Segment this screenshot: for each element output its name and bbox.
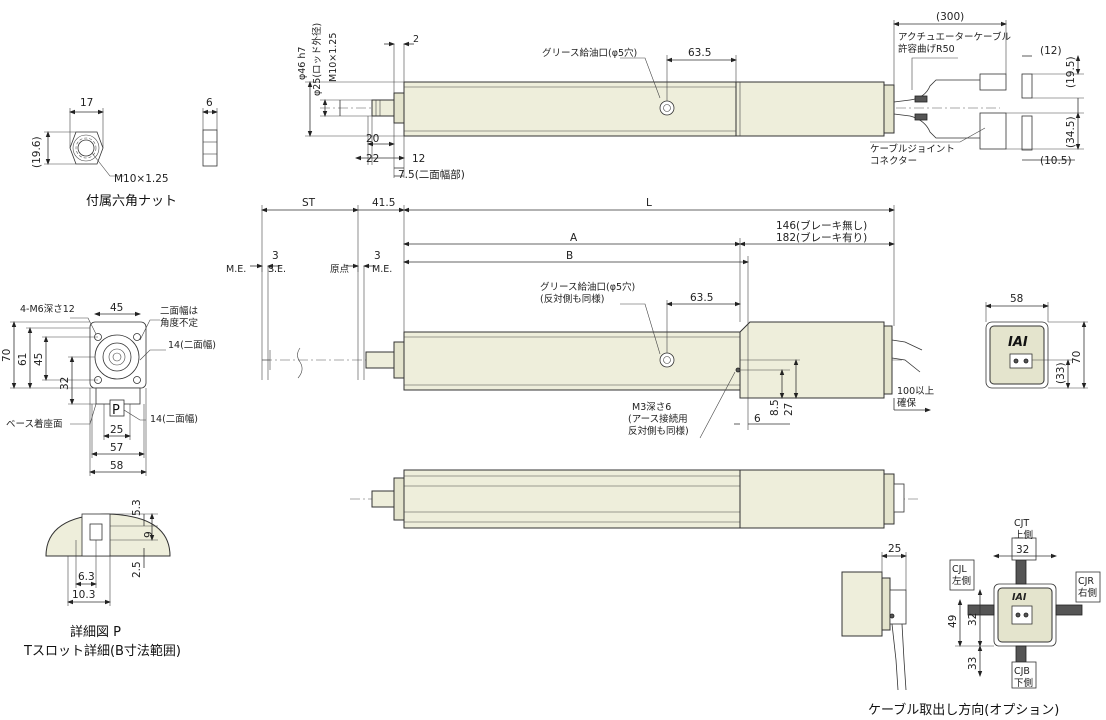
co-dim-49: 49	[947, 615, 959, 628]
rv-dim-70: 70	[1071, 351, 1083, 364]
dim-6: 6	[754, 413, 761, 425]
detail-p-view	[45, 513, 171, 606]
ev-dim-45v: 45	[33, 353, 45, 366]
me-label-2: M.E.	[372, 264, 392, 275]
dim-8-5: 8.5	[769, 399, 781, 416]
cable-bend-label-1: アクチュエーターケーブル	[898, 31, 1011, 43]
nut-dim-m10: M10×1.25	[114, 173, 169, 185]
dp-dim-10-3: 10.3	[72, 589, 95, 601]
cable-exit-side-view	[841, 552, 907, 691]
dim-19-5p: (19.5)	[1065, 56, 1077, 88]
origin-label: 原点	[330, 264, 350, 275]
dim-st: ST	[302, 197, 316, 209]
brake-with-label: 182(ブレーキ有り)	[776, 231, 867, 244]
rv-dim-33: (33)	[1055, 362, 1067, 384]
cjl-label-1: CJL	[952, 564, 967, 575]
dim-22: 22	[366, 153, 379, 165]
ev-dim-58: 58	[110, 460, 123, 472]
cjb-label-1: CJB	[1014, 666, 1030, 677]
m3-label-1: M3深さ6	[632, 402, 671, 413]
dim-34-5p: (34.5)	[1065, 116, 1077, 148]
cjb-label-2: 下側	[1014, 677, 1033, 689]
grease-mid-label-2: (反対側も同様)	[540, 293, 604, 305]
ev-base-label: ベース着座面	[6, 418, 63, 430]
ce-dim-25: 25	[888, 543, 901, 555]
nut-dim-19-6: (19.6)	[31, 136, 43, 168]
bottom-view	[350, 469, 920, 529]
cable-orientation-view	[949, 537, 1101, 689]
dp-caption-1: 詳細図 P	[70, 624, 121, 640]
co-dim-33: 33	[967, 657, 979, 670]
keep-label-1: 100以上	[897, 386, 935, 397]
nut-dim-17: 17	[80, 97, 93, 109]
dim-l: L	[646, 197, 652, 209]
cjt-label-2: 上側	[1014, 529, 1033, 541]
dp-dim-9: 9	[143, 531, 155, 538]
main-side-view	[250, 205, 931, 439]
dim-3b: 3	[374, 250, 381, 262]
ev-dim-45: 45	[110, 302, 123, 314]
cjl-label-2: 左側	[952, 575, 971, 587]
rv-logo: IAI	[1008, 335, 1028, 350]
dp-caption-2: Tスロット詳細(B寸法範囲)	[23, 643, 181, 659]
co-dim-32a: 32	[1016, 544, 1029, 556]
nut-caption: 付属六角ナット	[86, 194, 177, 209]
grease-top-label: グリース給油口(φ5穴)	[542, 47, 637, 59]
dim-41-5: 41.5	[372, 197, 395, 209]
ev-dim-32: 32	[59, 377, 71, 390]
dim-300: (300)	[936, 11, 964, 23]
ev-14a-label: 14(二面幅)	[168, 339, 216, 351]
dim-27: 27	[783, 403, 795, 416]
cjr-label-1: CJR	[1078, 576, 1094, 587]
rv-dim-58: 58	[1010, 293, 1023, 305]
dp-dim-2-5: 2.5	[131, 561, 143, 578]
dim-10-5p: (10.5)	[1040, 155, 1072, 167]
end-view	[10, 311, 166, 476]
se-label: S.E.	[268, 264, 286, 275]
dim-7-5: 7.5(二面幅部)	[398, 168, 465, 181]
dp-dim-5-3: 5.3	[131, 499, 143, 516]
ev-4m6-label: 4-M6深さ12	[20, 304, 75, 315]
ev-dim-25: 25	[110, 424, 123, 436]
ev-p-label: P	[112, 403, 120, 418]
ev-14b-label: 14(二面幅)	[150, 413, 198, 425]
cable-joint-label-2: コネクター	[870, 156, 917, 167]
dim-m10: M10×1.25	[328, 33, 339, 82]
m3-label-2: (アース接続用	[628, 413, 688, 425]
ev-dim-61: 61	[17, 353, 29, 366]
cjr-label-2: 右側	[1078, 587, 1097, 599]
me-label-1: M.E.	[226, 264, 246, 275]
grease-mid-label-1: グリース給油口(φ5穴)	[540, 281, 635, 293]
m3-label-3: 反対側も同様)	[628, 425, 689, 437]
co-logo: IAI	[1012, 592, 1027, 603]
dim-b: B	[566, 250, 573, 262]
dim-20: 20	[366, 133, 379, 145]
cable-bend-label-2: 許容曲げR50	[898, 43, 955, 55]
dim-63-5-mid: 63.5	[690, 292, 713, 304]
hex-nut-drawing	[44, 108, 218, 177]
cjt-label-1: CJT	[1014, 518, 1029, 529]
dim-12: 12	[412, 153, 425, 165]
ev-note-2: 角度不定	[160, 317, 199, 329]
ev-dim-57: 57	[110, 442, 123, 454]
cable-joint-label-1: ケーブルジョイント	[870, 143, 955, 155]
dp-dim-6-3: 6.3	[78, 571, 95, 583]
dim-2: 2	[413, 34, 419, 45]
co-caption: ケーブル取出し方向(オプション)	[868, 702, 1059, 718]
dim-phi46: φ46 h7	[297, 47, 308, 80]
brake-none-label: 146(ブレーキ無し)	[776, 219, 867, 232]
dim-63-5-top: 63.5	[688, 47, 711, 59]
dim-phi25: φ25(ロッド外径)	[311, 23, 323, 96]
top-side-view	[305, 20, 1084, 178]
ev-note-1: 二面幅は	[160, 305, 199, 317]
co-dim-32b: 32	[967, 613, 979, 626]
dim-12p: (12)	[1040, 45, 1062, 57]
rear-view	[985, 302, 1088, 389]
keep-label-2: 確保	[897, 397, 917, 409]
dim-3a: 3	[272, 250, 279, 262]
nut-dim-6: 6	[206, 97, 213, 109]
dim-a: A	[570, 232, 578, 244]
ev-dim-70: 70	[1, 349, 13, 362]
